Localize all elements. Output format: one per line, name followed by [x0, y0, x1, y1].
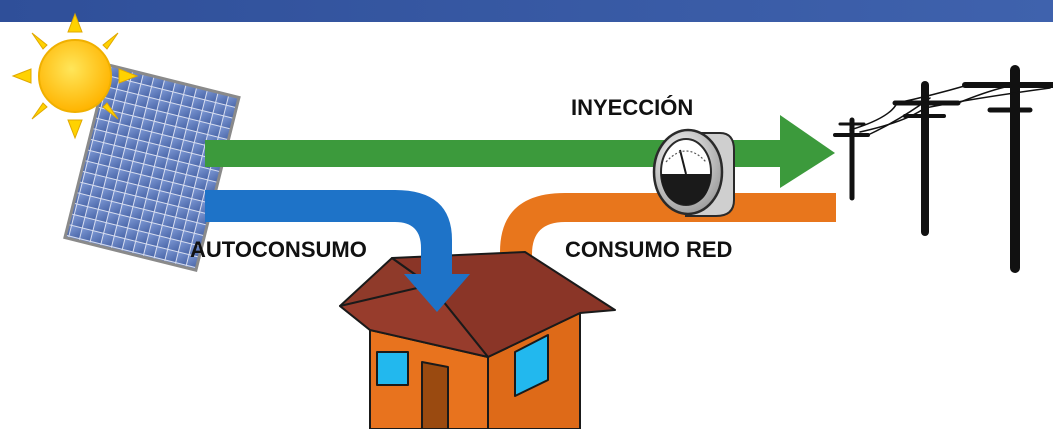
- grid-consumption-label: CONSUMO RED: [565, 237, 733, 262]
- utility-pole-icon: [833, 65, 1053, 273]
- house-window-right: [514, 334, 549, 397]
- solar-panel-icon: [63, 63, 241, 273]
- sun-icon: [11, 12, 139, 140]
- self-consumption-arrow: [205, 190, 470, 312]
- injection-label: INYECCIÓN: [571, 95, 694, 120]
- electricity-meter-icon: [652, 128, 735, 217]
- house-window-left: [376, 351, 409, 386]
- injection-arrow: [205, 115, 835, 188]
- house-door: [421, 361, 449, 429]
- top-banner: [0, 0, 1053, 22]
- house-icon: [339, 251, 616, 429]
- self-consumption-label: AUTOCONSUMO: [190, 237, 367, 262]
